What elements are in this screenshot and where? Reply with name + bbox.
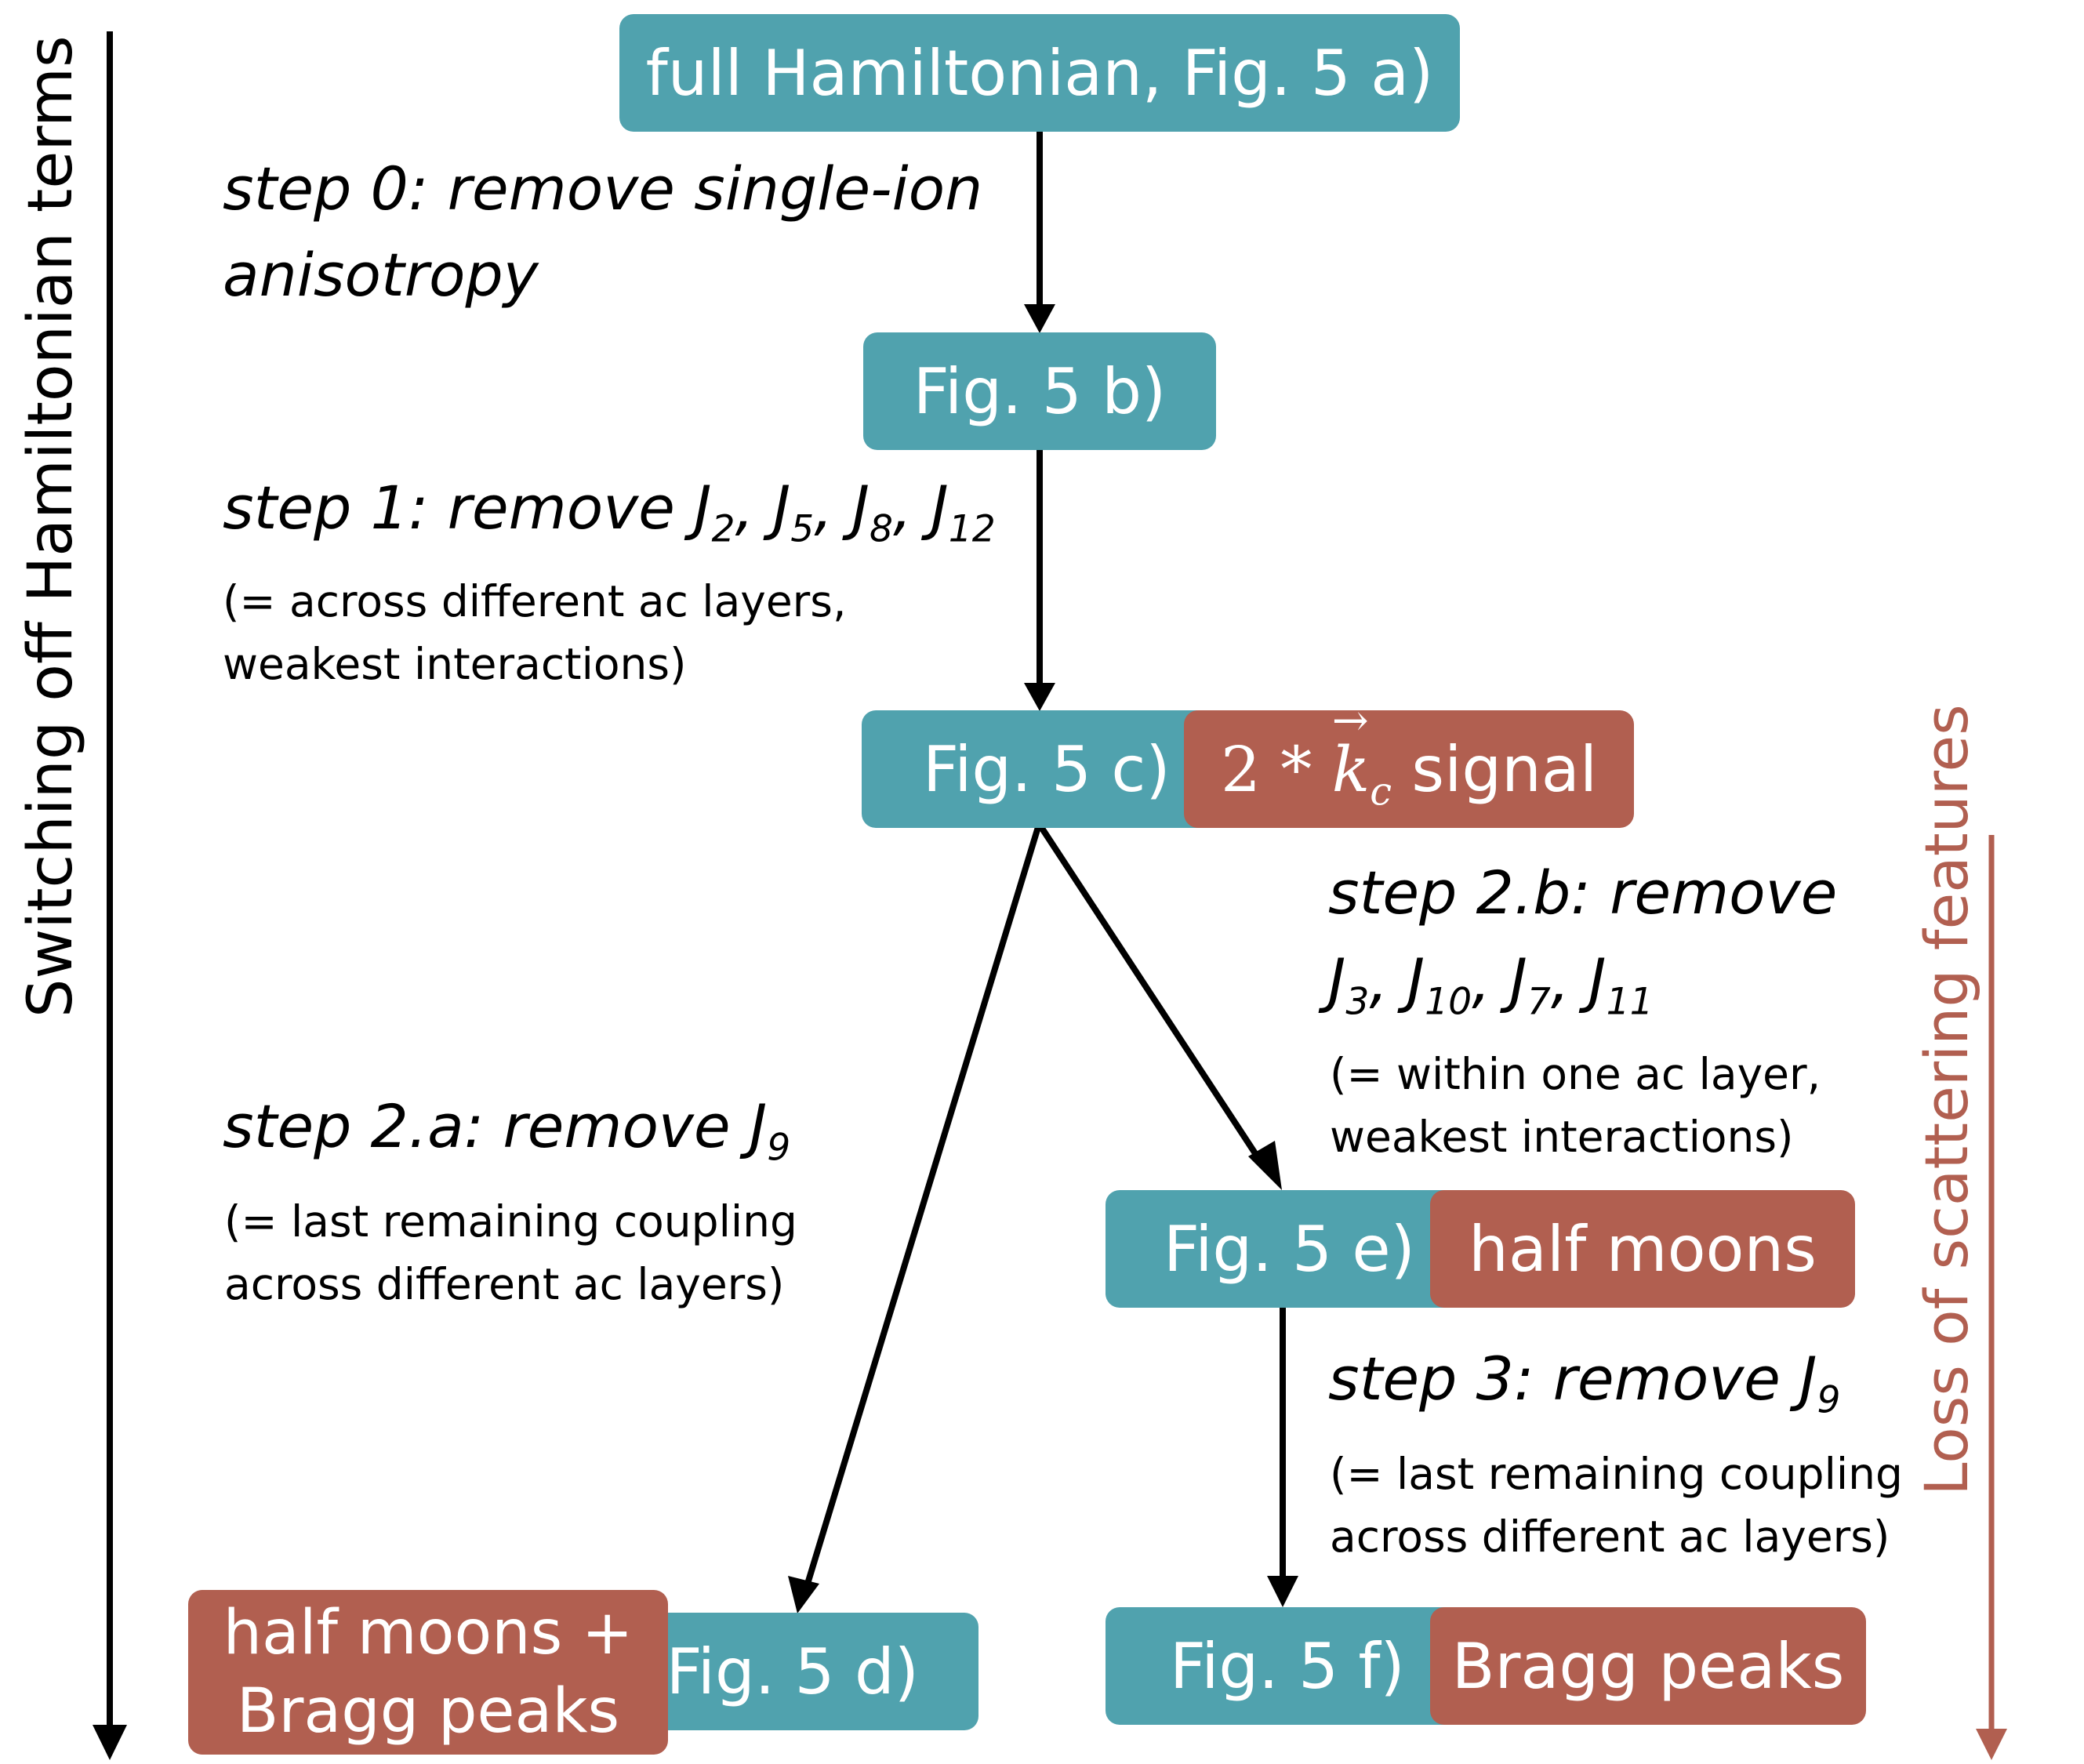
arrowhead-b-to-c [1024, 683, 1055, 711]
step2b-j11: J11 [1588, 946, 1654, 1024]
arrow-c-to-d [804, 826, 1041, 1585]
step2b-note-line1: (= within one ac layer, [1330, 1049, 1821, 1099]
step2b-j10: J10 [1407, 946, 1472, 1024]
box-fig5f: Fig. 5 f) [1106, 1607, 1458, 1725]
step3-prefix: step 3: remove [1328, 1344, 1781, 1414]
vector-arrow-icon: → [1331, 695, 1369, 746]
step2a-note-line1: (= last remaining coupling [224, 1196, 797, 1247]
left-axis-label: Switching off Hamiltonian terms [16, 35, 86, 1018]
arrowhead-c-to-e [1248, 1141, 1282, 1190]
box-d-features: half moons + Bragg peaks [188, 1590, 668, 1755]
step1-j12: J12 [931, 473, 996, 551]
arrow-c-to-e [1038, 825, 1265, 1167]
step3-title: step 3: remove J9 [1328, 1336, 1841, 1422]
d-feature-line1: half moons + [223, 1598, 634, 1668]
box-f-feature: Bragg peaks [1430, 1607, 1866, 1725]
step1-note-line2: weakest interactions) [223, 639, 687, 689]
step2b-j3: J3 [1328, 946, 1370, 1024]
kc-signal-prefix: 2 * [1220, 732, 1312, 806]
kc-signal-suffix: signal [1411, 732, 1598, 806]
step3-note-line1: (= last remaining coupling [1330, 1449, 1903, 1499]
box-fig5d: Fig. 5 d) [627, 1613, 978, 1730]
step2a-note-line2: across different ac layers) [224, 1259, 785, 1309]
box-fig5e: Fig. 5 e) [1106, 1190, 1458, 1308]
step3-note-line2: across different ac layers) [1330, 1512, 1890, 1562]
step0-line1: step 0: remove single-ion [223, 154, 983, 223]
left-axis-arrowhead [93, 1725, 127, 1760]
box-kc-signal: 2 * →kc signal [1184, 695, 1634, 828]
step0-line2: anisotropy [223, 240, 539, 310]
step1-j2: J2 [694, 473, 735, 551]
arrowhead-e-to-f [1267, 1576, 1298, 1607]
step2b-note-line2: weakest interactions) [1330, 1112, 1794, 1162]
step1-prefix: step 1: remove [223, 473, 675, 543]
right-axis-label: Loss of scattering features [1912, 704, 1981, 1496]
d-feature-line2: Bragg peaks [236, 1676, 620, 1747]
step2b-line1: step 2.b: remove [1328, 858, 1838, 927]
kc-sub: c [1370, 768, 1392, 814]
step1-title: step 1: remove J2, J5, J8, J12 [223, 473, 996, 551]
box-fig5b: Fig. 5 b) [863, 332, 1216, 450]
box-fig5c: Fig. 5 c) [862, 710, 1222, 828]
step2a-prefix: step 2.a: remove [223, 1091, 731, 1161]
right-axis-arrowhead [1976, 1729, 2007, 1760]
step3-j9: J9 [1799, 1344, 1841, 1422]
step2b-j7: J7 [1509, 946, 1551, 1024]
step2a-title: step 2.a: remove J9 [223, 1083, 790, 1170]
kc-vector: →kc [1331, 695, 1392, 811]
kc-k: k [1331, 732, 1371, 806]
step1-j5: J5 [772, 473, 815, 551]
arrowhead-c-to-d [788, 1576, 819, 1613]
step2b-line2: J3, J10, J7, J11 [1328, 946, 1654, 1024]
box-e-feature: half moons [1430, 1190, 1855, 1308]
box-full-hamiltonian: full Hamiltonian, Fig. 5 a) [619, 14, 1460, 132]
arrowhead-a-to-b [1024, 304, 1055, 333]
step2a-j9: J9 [749, 1091, 791, 1170]
step1-j8: J8 [851, 473, 893, 551]
step1-note-line1: (= across different ac layers, [223, 576, 847, 626]
